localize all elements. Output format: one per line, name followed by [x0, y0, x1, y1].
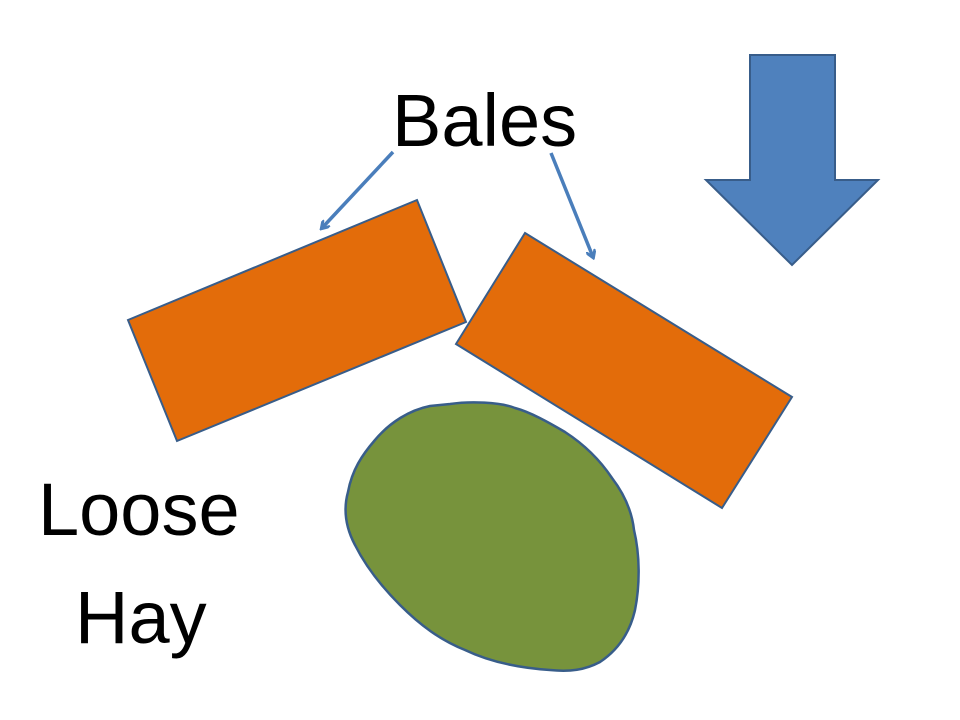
pointer-arrow-left [322, 150, 395, 228]
down-arrow-icon [703, 54, 881, 267]
bales-label: Bales [392, 79, 577, 162]
pointer-arrow-right [549, 152, 593, 257]
bale-left [126, 198, 468, 443]
loose-hay-blob [344, 401, 640, 672]
bale-right [454, 231, 794, 510]
loose-hay-label-line2: Hay [75, 576, 207, 659]
loose-hay-label-line1: Loose [38, 468, 240, 551]
